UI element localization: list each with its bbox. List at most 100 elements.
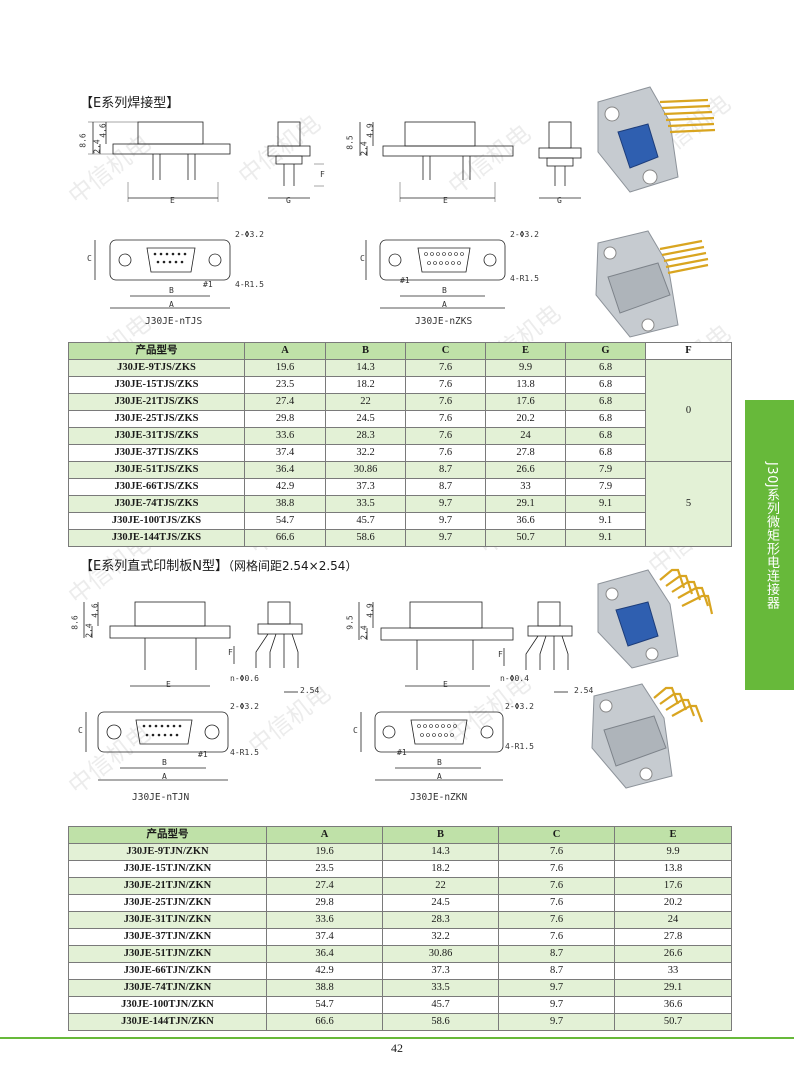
table-cell: 27.8 xyxy=(485,444,566,462)
dim-label: 2.54 xyxy=(300,686,320,695)
table-cell: 50.7 xyxy=(614,1013,732,1031)
dim-label: E xyxy=(170,196,175,205)
section-title-weld: 【E系列焊接型】 xyxy=(80,92,179,111)
table-cell: 9.7 xyxy=(405,512,486,530)
table-row: J30JE-9TJS/ZKS 19.6 14.3 7.6 9.9 6.8 0 xyxy=(68,359,732,462)
table-cell: 17.6 xyxy=(485,393,566,411)
table-cell: 7.6 xyxy=(498,928,615,946)
table-cell: 9.1 xyxy=(565,512,646,530)
table-row: J30JE-66TJS/ZKS 42.9 37.3 8.7 33 7.9 xyxy=(68,478,732,496)
dim-label: A xyxy=(442,300,447,309)
table-row: J30JE-144TJN/ZKN 66.6 58.6 9.7 50.7 xyxy=(68,1013,732,1031)
table-cell: J30JE-21TJS/ZKS xyxy=(68,393,245,411)
table-row: J30JE-74TJN/ZKN 38.8 33.5 9.7 29.1 xyxy=(68,979,732,997)
table-cell: 33.6 xyxy=(266,911,383,929)
connector-photo-plug-pcb xyxy=(592,560,722,670)
column-header: C xyxy=(498,826,615,844)
table-cell: J30JE-9TJS/ZKS xyxy=(68,359,245,377)
table-cell: 30.86 xyxy=(325,461,406,479)
drawing-tjn-front: 2-Φ3.2 4-R1.5 #1 B A C J30JE-nTJN xyxy=(78,700,260,803)
section-title-weld-text: 【E系列焊接型】 xyxy=(80,96,180,111)
table-cell: 9.9 xyxy=(485,359,566,377)
section-title-pcb-text: 【E系列直式印制板N型】 xyxy=(80,559,228,574)
column-header: 产品型号 xyxy=(68,826,267,844)
column-header: C xyxy=(405,342,486,360)
table-cell: 24 xyxy=(485,427,566,445)
table-cell: 24.5 xyxy=(325,410,406,428)
dim-label: 9.5 xyxy=(345,615,355,630)
table-cell: 17.6 xyxy=(614,877,732,895)
column-header: A xyxy=(266,826,383,844)
table-row: J30JE-100TJS/ZKS 54.7 45.7 9.7 36.6 9.1 xyxy=(68,512,732,530)
table-row: J30JE-21TJS/ZKS 27.4 22 7.6 17.6 6.8 xyxy=(68,393,732,411)
dim-label: 4-R1.5 xyxy=(510,274,539,283)
dim-label: E xyxy=(443,680,448,689)
table-cell: 18.2 xyxy=(325,376,406,394)
dim-label: C xyxy=(353,726,358,735)
table-cell: 32.2 xyxy=(382,928,499,946)
table-cell: J30JE-31TJN/ZKN xyxy=(68,911,267,929)
table-cell: 36.4 xyxy=(244,461,326,479)
dim-label: 2.54 xyxy=(574,686,594,695)
table-cell: 18.2 xyxy=(382,860,499,878)
table-row: J30JE-66TJN/ZKN 42.9 37.3 8.7 33 xyxy=(68,962,732,980)
dim-label: 4.6 xyxy=(90,603,100,618)
table-cell: 27.4 xyxy=(244,393,326,411)
table-cell: 32.2 xyxy=(325,444,406,462)
drawing-zks-end: G xyxy=(535,118,595,213)
table-cell: J30JE-15TJN/ZKN xyxy=(68,860,267,878)
table-cell: 7.6 xyxy=(405,410,486,428)
table-cell: J30JE-74TJN/ZKN xyxy=(68,979,267,997)
table-cell: 58.6 xyxy=(382,1013,499,1031)
table-cell: J30JE-66TJS/ZKS xyxy=(68,478,245,496)
dim-label: B xyxy=(437,758,442,767)
table-cell: 29.1 xyxy=(485,495,566,513)
table-cell: 7.6 xyxy=(405,359,486,377)
table-cell: 14.3 xyxy=(325,359,406,377)
table-cell: 20.2 xyxy=(614,894,732,912)
table-row: J30JE-21TJN/ZKN 27.4 22 7.6 17.6 xyxy=(68,877,732,895)
drawing-tjs-front: 2-Φ3.2 4-R1.5 #1 B A C J30JE-nTJS xyxy=(85,228,264,327)
table-cell: J30JE-100TJS/ZKS xyxy=(68,512,245,530)
dim-label: 8.6 xyxy=(70,615,80,630)
table-row: J30JE-15TJS/ZKS 23.5 18.2 7.6 13.8 6.8 xyxy=(68,376,732,394)
table-cell: 7.6 xyxy=(405,444,486,462)
table-cell: J30JE-100TJN/ZKN xyxy=(68,996,267,1014)
dim-label: C xyxy=(360,254,365,263)
table-cell: 13.8 xyxy=(614,860,732,878)
table-cell: 29.8 xyxy=(266,894,383,912)
table-cell: J30JE-9TJN/ZKN xyxy=(68,843,267,861)
table-cell: 24.5 xyxy=(382,894,499,912)
table-cell: 7.6 xyxy=(498,860,615,878)
table-row: J30JE-25TJN/ZKN 29.8 24.5 7.6 20.2 xyxy=(68,894,732,912)
table-cell: 24 xyxy=(614,911,732,929)
dim-label: #1 xyxy=(400,276,410,285)
drawing-caption: J30JE-nTJN xyxy=(132,792,190,803)
table-cell: 33 xyxy=(614,962,732,980)
table-row: J30JE-31TJS/ZKS 33.6 28.3 7.6 24 6.8 xyxy=(68,427,732,445)
drawing-tjn-end: F n-Φ0.6 2.54 xyxy=(228,598,323,698)
dim-label: A xyxy=(437,772,442,781)
table-cell: 22 xyxy=(325,393,406,411)
table-cell: 42.9 xyxy=(266,962,383,980)
table-cell: 19.6 xyxy=(244,359,326,377)
table-cell: 37.4 xyxy=(244,444,326,462)
dim-label: n-Φ0.6 xyxy=(230,674,259,683)
drawing-tjs-end: G F xyxy=(262,118,332,213)
page-number: 42 xyxy=(391,1041,403,1055)
column-header: G xyxy=(565,342,646,360)
table-cell: 8.7 xyxy=(405,461,486,479)
section-title-pcb-note: （网格间距2.54×2.54） xyxy=(227,559,358,573)
drawing-zks-side: 8.5 2.4 4.9 E xyxy=(345,110,525,210)
dim-label: 8.5 xyxy=(345,135,355,150)
drawing-zkn-side: 9.5 2.4 4.9 E xyxy=(345,590,525,700)
table-cell: 45.7 xyxy=(325,512,406,530)
table-cell: 9.1 xyxy=(565,495,646,513)
table-cell: 13.8 xyxy=(485,376,566,394)
dim-label: F xyxy=(228,648,233,657)
table-cell: 8.7 xyxy=(498,962,615,980)
dim-label: n-Φ0.4 xyxy=(500,674,529,683)
table-cell: 14.3 xyxy=(382,843,499,861)
table-row: J30JE-37TJN/ZKN 37.4 32.2 7.6 27.8 xyxy=(68,928,732,946)
table-cell: 29.8 xyxy=(244,410,326,428)
